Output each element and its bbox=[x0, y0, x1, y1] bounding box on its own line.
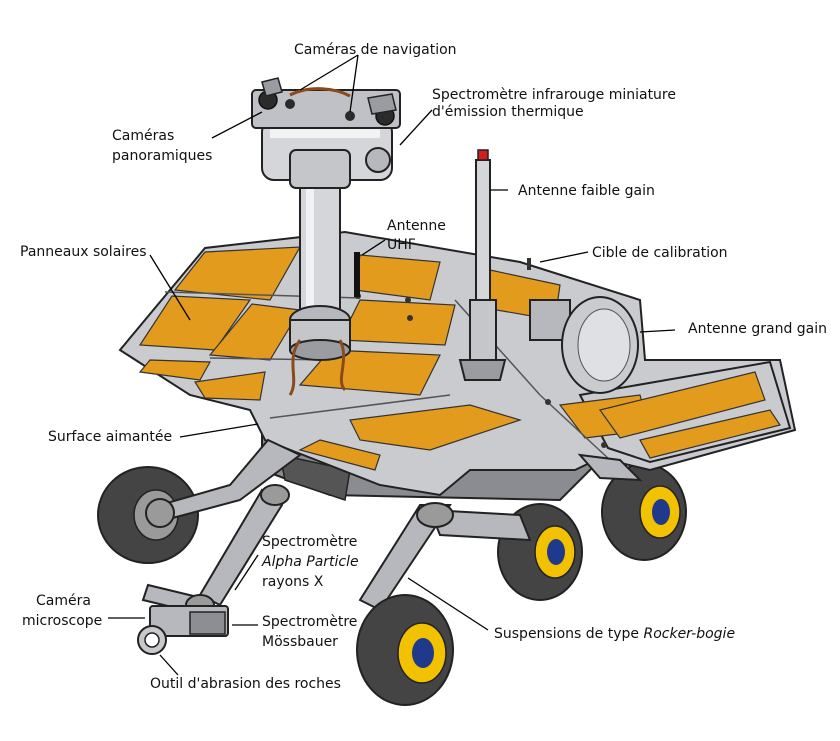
low-gain-antenna bbox=[458, 149, 507, 381]
instrument-arm bbox=[137, 484, 290, 655]
label-high-gain-antenna: Antenne grand gain bbox=[688, 321, 827, 337]
label-nav-cameras: Caméras de navigation bbox=[294, 42, 457, 58]
label-apxs-line2: Alpha Particle bbox=[261, 554, 359, 570]
solar-cells bbox=[138, 246, 781, 471]
leader-lines bbox=[108, 54, 676, 676]
label-ir-spectrometer-line1: Spectromètre infrarouge miniature bbox=[432, 87, 676, 103]
label-abrasion-tool: Outil d'abrasion des roches bbox=[150, 676, 341, 692]
label-solar-panels: Panneaux solaires bbox=[20, 244, 147, 260]
uhf-antenna-mast bbox=[354, 252, 360, 297]
high-gain-antenna bbox=[529, 296, 639, 394]
label-pan-cameras-line1: Caméras bbox=[112, 128, 174, 144]
label-uhf-antenna-line2: UHF bbox=[387, 237, 416, 253]
label-mossbauer-line1: Spectromètre bbox=[262, 614, 357, 630]
label-suspension: Suspensions de type Rocker-bogie bbox=[494, 626, 735, 642]
label-calibration-target: Cible de calibration bbox=[592, 245, 728, 261]
label-ir-spectrometer-line2: d'émission thermique bbox=[432, 104, 584, 120]
label-suspension-prefix: Suspensions de type bbox=[494, 626, 643, 642]
rocker-bogie bbox=[145, 438, 643, 612]
label-apxs-line1: Spectromètre bbox=[262, 534, 357, 550]
calibration-target-post bbox=[527, 258, 531, 270]
label-microscope-line2: microscope bbox=[22, 613, 102, 629]
label-uhf-antenna-line1: Antenne bbox=[387, 218, 446, 234]
label-microscope-line1: Caméra bbox=[36, 593, 91, 609]
label-low-gain-antenna: Antenne faible gain bbox=[518, 183, 655, 199]
wheel-right-front bbox=[356, 594, 454, 706]
label-mossbauer-line2: Mössbauer bbox=[262, 634, 338, 650]
label-apxs-line3: rayons X bbox=[262, 574, 324, 590]
mast-head bbox=[251, 77, 401, 189]
label-magnetic-surface: Surface aimantée bbox=[48, 429, 172, 445]
label-suspension-italic: Rocker-bogie bbox=[643, 626, 735, 642]
label-pan-cameras-line2: panoramiques bbox=[112, 148, 212, 164]
